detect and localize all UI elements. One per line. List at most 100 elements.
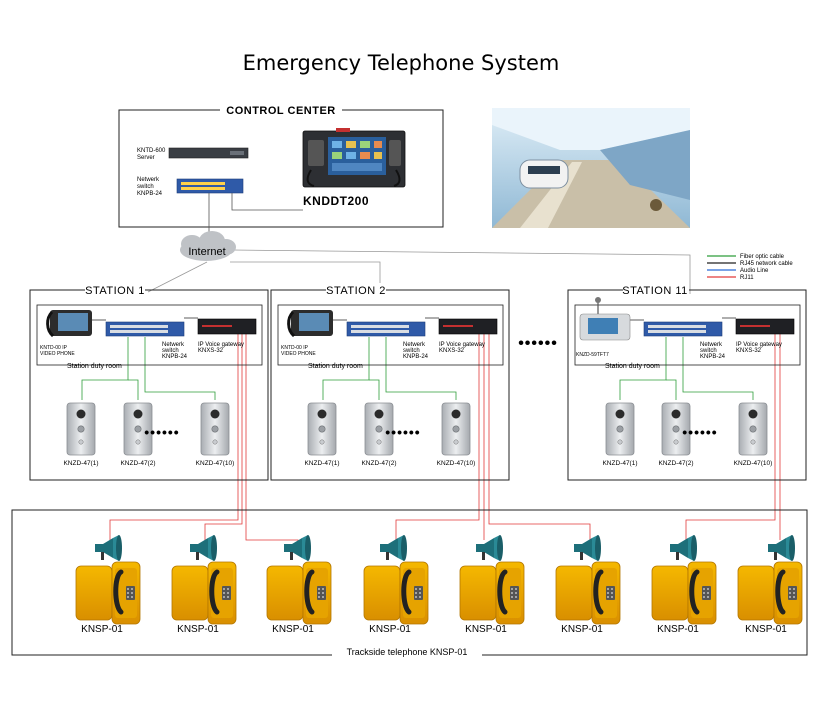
intercom-icon — [200, 402, 230, 456]
svg-text:KNZD-47(1): KNZD-47(1) — [602, 460, 637, 467]
trackside-telephone-icon — [364, 562, 428, 624]
svg-text:KNZD-47(10): KNZD-47(10) — [437, 460, 476, 467]
svg-text:KNXS-32: KNXS-32 — [198, 348, 224, 354]
trackside-label: KNSP-01 — [272, 624, 314, 635]
station-header: STATION 2 — [326, 285, 386, 297]
svg-text:IP Voice gateway: IP Voice gateway — [439, 342, 485, 348]
horn-speaker-icon — [284, 535, 311, 561]
trackside-label: KNSP-01 — [561, 624, 603, 635]
svg-text:switch: switch — [162, 348, 179, 354]
trackside-telephone-icon — [76, 562, 140, 624]
more-stations-ellipsis: •••••• — [518, 335, 558, 352]
horn-speaker-icon — [95, 535, 122, 561]
trackside-panel: Trackside telephone KNSP-01 KNSP-01 KNSP… — [11, 509, 808, 659]
trackside-label: KNSP-01 — [369, 624, 411, 635]
duty-room-label: Station duty room — [605, 363, 660, 370]
duty-room-box — [277, 304, 504, 366]
intercom-icon — [307, 402, 337, 456]
svg-text:KNZD-47(1): KNZD-47(1) — [304, 460, 339, 467]
legend-item-fiber: Fiber optic cable — [740, 254, 785, 260]
svg-text:Netwerk: Netwerk — [162, 342, 185, 348]
internet-cloud-icon: Internet — [180, 231, 236, 261]
legend: Fiber optic cable RJ45 network cable Aud… — [707, 254, 793, 281]
desk-console-icon — [579, 297, 631, 341]
trackside-telephone-icon — [652, 562, 716, 624]
horn-speaker-icon — [380, 535, 407, 561]
metro-station-image — [492, 108, 690, 228]
trackside-label: KNSP-01 — [81, 624, 123, 635]
station-1-panel: STATION 1 KNTD-00 IP VIDEO PHONE Netwerk… — [29, 283, 269, 481]
station-switch-icon — [105, 321, 185, 337]
station-2-panel: STATION 2 KNTD-00 IP VIDEO PHONE Netwerk… — [270, 283, 510, 481]
server-icon — [168, 147, 249, 159]
svg-text:KNTD-00 IP: KNTD-00 IP — [281, 345, 309, 351]
svg-text:KNZD-47(2): KNZD-47(2) — [361, 460, 396, 467]
cc-switch-label: Netwerk — [137, 177, 160, 183]
control-center-header: CONTROL CENTER — [226, 105, 335, 117]
svg-text:KNTD-00 IP: KNTD-00 IP — [40, 345, 68, 351]
duty-room-box — [574, 304, 801, 366]
legend-item-rj11: RJ11 — [740, 275, 754, 281]
svg-text:switch: switch — [700, 348, 717, 354]
svg-text:KNXS-32: KNXS-32 — [736, 348, 762, 354]
horn-speaker-icon — [768, 535, 795, 561]
legend-item-audio: Audio Line — [740, 268, 769, 274]
station-header: STATION 11 — [622, 285, 688, 297]
dispatch-console-icon — [302, 128, 406, 188]
horn-speaker-icon — [574, 535, 601, 561]
svg-text:KNZD-47(1): KNZD-47(1) — [63, 460, 98, 467]
trackside-label: KNSP-01 — [745, 624, 787, 635]
intercom-icon — [605, 402, 635, 456]
svg-text:KNZD-47(2): KNZD-47(2) — [658, 460, 693, 467]
ip-video-phone-icon — [287, 310, 333, 338]
intercom-icon — [441, 402, 471, 456]
svg-text:KNPB-24: KNPB-24 — [700, 354, 726, 360]
svg-text:KNZD-47(10): KNZD-47(10) — [196, 460, 235, 467]
server-label-sub: Server — [137, 155, 155, 161]
svg-text:switch: switch — [137, 184, 154, 190]
internet-label: Internet — [188, 246, 225, 258]
station-switch-icon — [346, 321, 426, 337]
station-header: STATION 1 — [85, 285, 145, 297]
trackside-telephone-icon — [460, 562, 524, 624]
trackside-caption: Trackside telephone KNSP-01 — [347, 647, 468, 657]
ip-video-phone-icon — [46, 310, 92, 338]
duty-room-label: Station duty room — [67, 363, 122, 370]
trackside-telephone-icon — [267, 562, 331, 624]
trackside-telephone-icon — [738, 562, 802, 624]
svg-text:KNXS-32: KNXS-32 — [439, 348, 465, 354]
svg-text:KNZD-47(10): KNZD-47(10) — [734, 460, 773, 467]
svg-text:VIDEO PHONE: VIDEO PHONE — [40, 351, 75, 357]
trackside-telephone-icon — [556, 562, 620, 624]
svg-text:KNPB-24: KNPB-24 — [137, 191, 163, 197]
horn-speaker-icon — [190, 535, 217, 561]
control-center-panel: CONTROL CENTER KNTD-600 Server Netwerk s… — [118, 103, 444, 228]
svg-text:IP Voice gateway: IP Voice gateway — [736, 342, 782, 348]
trackside-label: KNSP-01 — [657, 624, 699, 635]
page-title: Emergency Telephone System — [243, 51, 560, 75]
svg-text:IP Voice gateway: IP Voice gateway — [198, 342, 244, 348]
svg-text:KNZD-59TFT7: KNZD-59TFT7 — [576, 352, 609, 358]
svg-text:Netwerk: Netwerk — [403, 342, 426, 348]
trackside-telephone-icon — [172, 562, 236, 624]
legend-item-rj45: RJ45 network cable — [740, 261, 793, 267]
svg-text:switch: switch — [403, 348, 420, 354]
svg-text:KNZD-47(2): KNZD-47(2) — [120, 460, 155, 467]
station-switch-icon — [643, 321, 723, 337]
horn-speaker-icon — [670, 535, 697, 561]
station-11-panel: STATION 11 KNZD-59TFT7 Netwerk switch KN… — [567, 283, 807, 481]
svg-text:KNPB-24: KNPB-24 — [162, 354, 188, 360]
intercom-icon — [738, 402, 768, 456]
trackside-label: KNSP-01 — [465, 624, 507, 635]
network-switch-icon — [176, 178, 244, 194]
svg-text:KNPB-24: KNPB-24 — [403, 354, 429, 360]
intercom-icon — [66, 402, 96, 456]
console-label: KNDDT200 — [303, 194, 369, 208]
trackside-label: KNSP-01 — [177, 624, 219, 635]
svg-text:VIDEO PHONE: VIDEO PHONE — [281, 351, 316, 357]
duty-room-box — [36, 304, 263, 366]
svg-text:Netwerk: Netwerk — [700, 342, 723, 348]
ellipsis: •••••• — [682, 424, 717, 440]
ellipsis: •••••• — [144, 424, 179, 440]
